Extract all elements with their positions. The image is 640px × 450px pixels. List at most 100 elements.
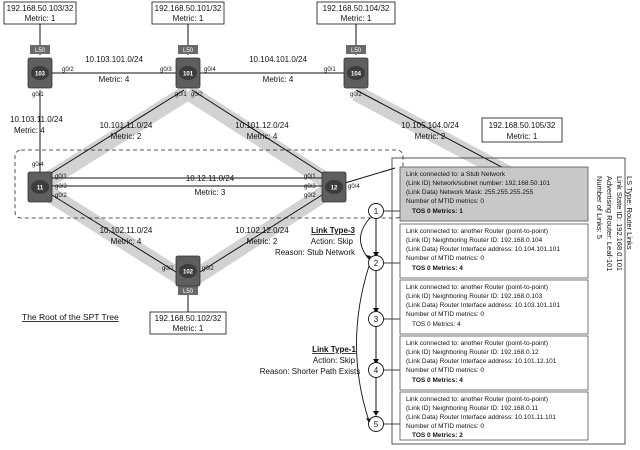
svg-text:TOS 0 Metrics: 4: TOS 0 Metrics: 4 [412,377,463,384]
annotation-link-type-1: Link Type-1 Action: Skip Reason: Shorter… [260,345,361,376]
router-104: 104 [343,57,369,89]
step-chain: 1 2 3 4 5 [356,203,400,432]
svg-text:TOS 0 Metrics: 2: TOS 0 Metrics: 2 [412,432,463,439]
arrowhead-icon [366,255,371,260]
svg-text:(Link ID) Network/subnet numbe: (Link ID) Network/subnet number: 192.168… [406,180,551,187]
iface-101-g01: g0/1 [175,92,187,98]
lsa-header-ls-type: LS Type: Router Links [625,176,634,250]
tag-103 [30,45,50,54]
svg-text:(Link Data) Network Mask: 255.: (Link Data) Network Mask: 255.255.255.25… [406,189,534,196]
prefix-104-metric: Metric: 1 [341,14,372,23]
svg-text:Link connected to: another Rou: Link connected to: another Router (point… [406,396,548,403]
router-102-label: 102 [183,270,194,276]
link-101-11-metric: Metric: 2 [111,132,142,141]
svg-text:(Link Data) Router Interface a: (Link Data) Router Interface address: 10… [406,414,556,421]
router-icon [347,66,365,80]
iface-12-g02: g0/2 [304,193,316,199]
prefix-104-ip: 192.168.50.104/32 [323,4,390,13]
svg-text:(Link ID) Neighboring Router I: (Link ID) Neighboring Router ID: 192.168… [406,349,539,356]
iface-11-g03: g0/3 [55,184,67,190]
l50-tags: L50 L50 L50 L50 [30,45,366,295]
link-104-105-net: 10.105.104.0/24 [401,121,459,130]
link-103-11-net: 10.103.11.0/24 [10,115,63,124]
svg-text:Link connected to: a Stub Netw: Link connected to: a Stub Network [406,171,506,178]
prefix-101-ip: 192.168.50.101/32 [155,4,222,13]
link-11-102 [51,194,177,273]
router-icon [325,180,343,194]
link-12-102-net: 10.102.12.0/24 [235,226,289,235]
prefix-box-105: 192.168.50.105/32 Metric: 1 [481,117,563,143]
svg-text:(Link ID) Neighboring Router I: (Link ID) Neighboring Router ID: 192.168… [406,237,543,244]
annotation-link-type-3: Link Type-3 Action: Skip Reason: Stub Ne… [275,226,356,257]
spt-path-101-11 [35,85,193,192]
lt3-reason: Reason: Stub Network [275,248,356,257]
step-circle-2 [368,255,384,271]
lsa-entry-2: Link connected to: another Router (point… [399,223,589,279]
prefix-box-102: 192.168.50.102/32 Metric: 1 [149,311,227,335]
iface-104-g01: g0/1 [324,67,336,73]
link-101-12-metric: Metric: 4 [247,132,278,141]
tag-102-label: L50 [183,289,194,295]
router-101-label: 101 [183,72,194,78]
skip-bracket-1 [360,217,371,259]
svg-text:(Link Data) Router Interface a: (Link Data) Router Interface address: 10… [406,246,560,253]
spt-path-11-102 [35,181,193,289]
svg-text:TOS 0 Metrics: 4: TOS 0 Metrics: 4 [412,321,461,328]
lsa-entry-5: Link connected to: another Router (point… [399,391,589,441]
router-icon [31,66,49,80]
link-labels: 10.103.101.0/24 Metric: 4 10.104.101.0/2… [10,55,459,246]
router-icon [179,264,197,278]
iface-103-g02: g0/2 [62,67,74,73]
arrowhead-icon [373,308,379,313]
iface-11-g02: g0/2 [55,193,67,199]
tag-104-label: L50 [351,48,362,54]
svg-text:(Link Data) Router Interface a: (Link Data) Router Interface address: 10… [406,302,560,309]
tag-102 [178,286,198,295]
lt1-title: Link Type-1 [312,345,356,354]
link-11-102-metric: Metric: 4 [111,237,142,246]
router-103-label: 103 [35,72,46,78]
spt-path-104-105 [352,85,524,188]
spt-root-caption: The Root of the SPT Tree [22,312,119,322]
router-11-label: 11 [37,186,44,192]
arrowhead-icon [366,418,371,423]
router-11: 11 [27,171,53,203]
lsa-container [391,157,626,445]
iface-12-g01: g0/1 [304,174,316,180]
svg-text:Number of MTID metrics: 0: Number of MTID metrics: 0 [406,367,484,374]
svg-text:Link connected to: another Rou: Link connected to: another Router (point… [406,228,548,235]
arrowhead-icon [373,359,379,364]
step-4-label: 4 [374,366,379,375]
iface-11-g04: g0/4 [32,162,44,168]
link-11-102-net: 10.102.11.0/24 [100,226,153,235]
iface-104-g02: g0/2 [350,92,362,98]
lsa-header-link-state-id: Link State ID: 192.168.0.101 [615,176,624,272]
link-103-101-metric: Metric: 4 [99,75,130,84]
lt3-title: Link Type-3 [311,226,355,235]
arrowhead-icon [373,411,379,416]
lt1-action: Action: Skip [313,356,356,365]
svg-text:Link connected to: another Rou: Link connected to: another Router (point… [406,340,548,347]
link-104-105-metric: Metric: 2 [415,132,446,141]
router-icon [179,66,197,80]
svg-text:Number of MTID metrics: 0: Number of MTID metrics: 0 [406,311,484,318]
svg-text:Number of MTID metrics: 0: Number of MTID metrics: 0 [406,423,484,430]
lsa-header-advertising-router: Advertising Router: Leaf-101 [605,176,614,272]
step-3-label: 3 [374,315,379,324]
router-102: 102 [175,255,201,287]
spt-path-101-12 [183,85,338,192]
lt1-reason: Reason: Shorter Path Exists [260,367,361,376]
svg-text:(Link ID) Neighboring Router I: (Link ID) Neighboring Router ID: 192.168… [406,405,539,412]
interface-labels: g0/2 g0/1 g0/3 g0/4 g0/1 g0/2 g0/1 g0/2 … [32,67,362,272]
prefix-102-ip: 192.168.50.102/32 [155,314,222,323]
link-101-104-metric: Metric: 4 [263,75,294,84]
step-1-label: 1 [374,207,379,216]
link-101-12-net: 10.101.12.0/24 [235,121,289,130]
iface-101-g04: g0/4 [204,67,216,73]
svg-text:(Link ID) Neighboring Router I: (Link ID) Neighboring Router ID: 192.168… [406,293,543,300]
iface-12-g03: g0/3 [304,184,316,190]
step-2-label: 2 [374,259,379,268]
link-103-11-metric: Metric: 4 [14,126,45,135]
router-103: 103 [27,57,53,89]
